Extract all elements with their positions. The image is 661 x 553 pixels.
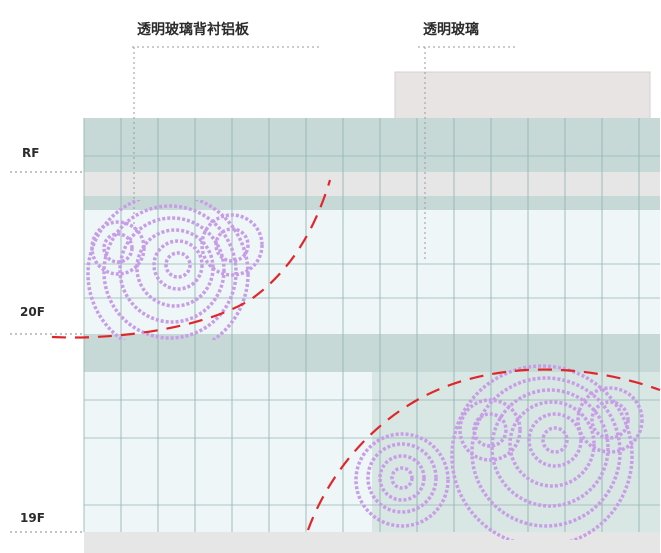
floral-pattern-19f-large [450,364,644,540]
label-backed-glass: 透明玻璃背衬铝板 [137,22,249,38]
parapet-box [394,71,651,121]
19f-glazing-left [84,372,372,532]
level-label-20f: 20F [20,305,45,319]
red-curve-19f [306,368,661,531]
level-label-rf: RF [22,146,40,160]
20f-top-band [84,196,660,210]
level-lines [10,171,84,533]
20f-glazing [84,210,660,334]
mullion-grid [83,118,640,532]
leader-lines [132,46,515,262]
floral-pattern-19f-small [354,432,450,528]
red-curve-20f [51,179,332,339]
floral-pattern-20f [86,200,264,340]
rf-spandrel [84,118,660,172]
19f-bottom-band [84,532,660,553]
rf-floor-band [84,172,660,196]
19f-glazing-right [372,372,660,532]
red-boundary-curves [51,179,661,531]
level-label-19f: 19F [20,511,45,525]
label-clear-glass: 透明玻璃 [423,22,479,38]
20f-spandrel [84,334,660,372]
